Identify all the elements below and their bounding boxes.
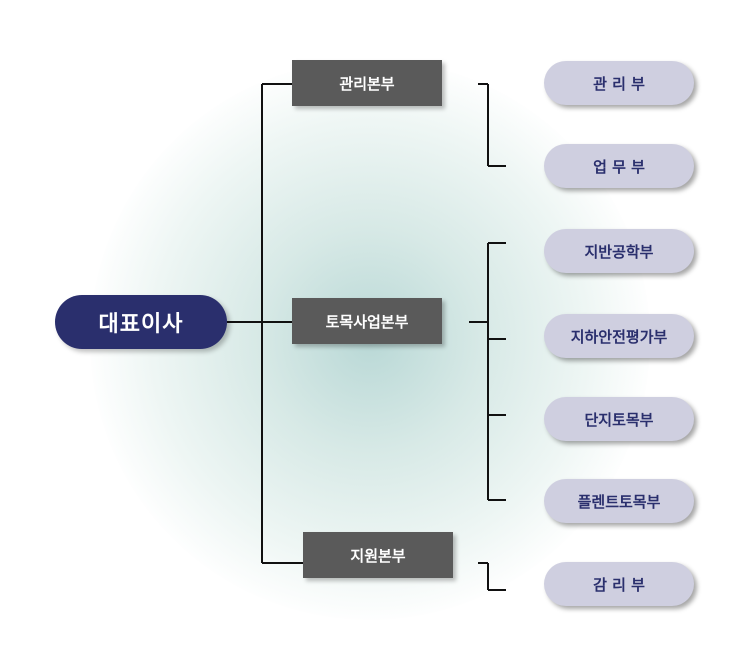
department-supervision: 감 리 부 — [544, 562, 694, 606]
department-management: 관 리 부 — [544, 61, 694, 105]
division-civil-engineering: 토목사업본부 — [292, 298, 442, 344]
department-operations: 업 무 부 — [544, 144, 694, 188]
department-geotechnical: 지반공학부 — [544, 229, 694, 273]
ceo-node: 대표이사 — [55, 295, 227, 349]
division-support: 지원본부 — [303, 532, 453, 578]
department-site-civil: 단지토목부 — [544, 397, 694, 441]
department-underground-safety: 지하안전평가부 — [544, 314, 694, 358]
department-plant-civil: 플렌트토목부 — [544, 479, 694, 523]
division-management: 관리본부 — [292, 60, 442, 106]
